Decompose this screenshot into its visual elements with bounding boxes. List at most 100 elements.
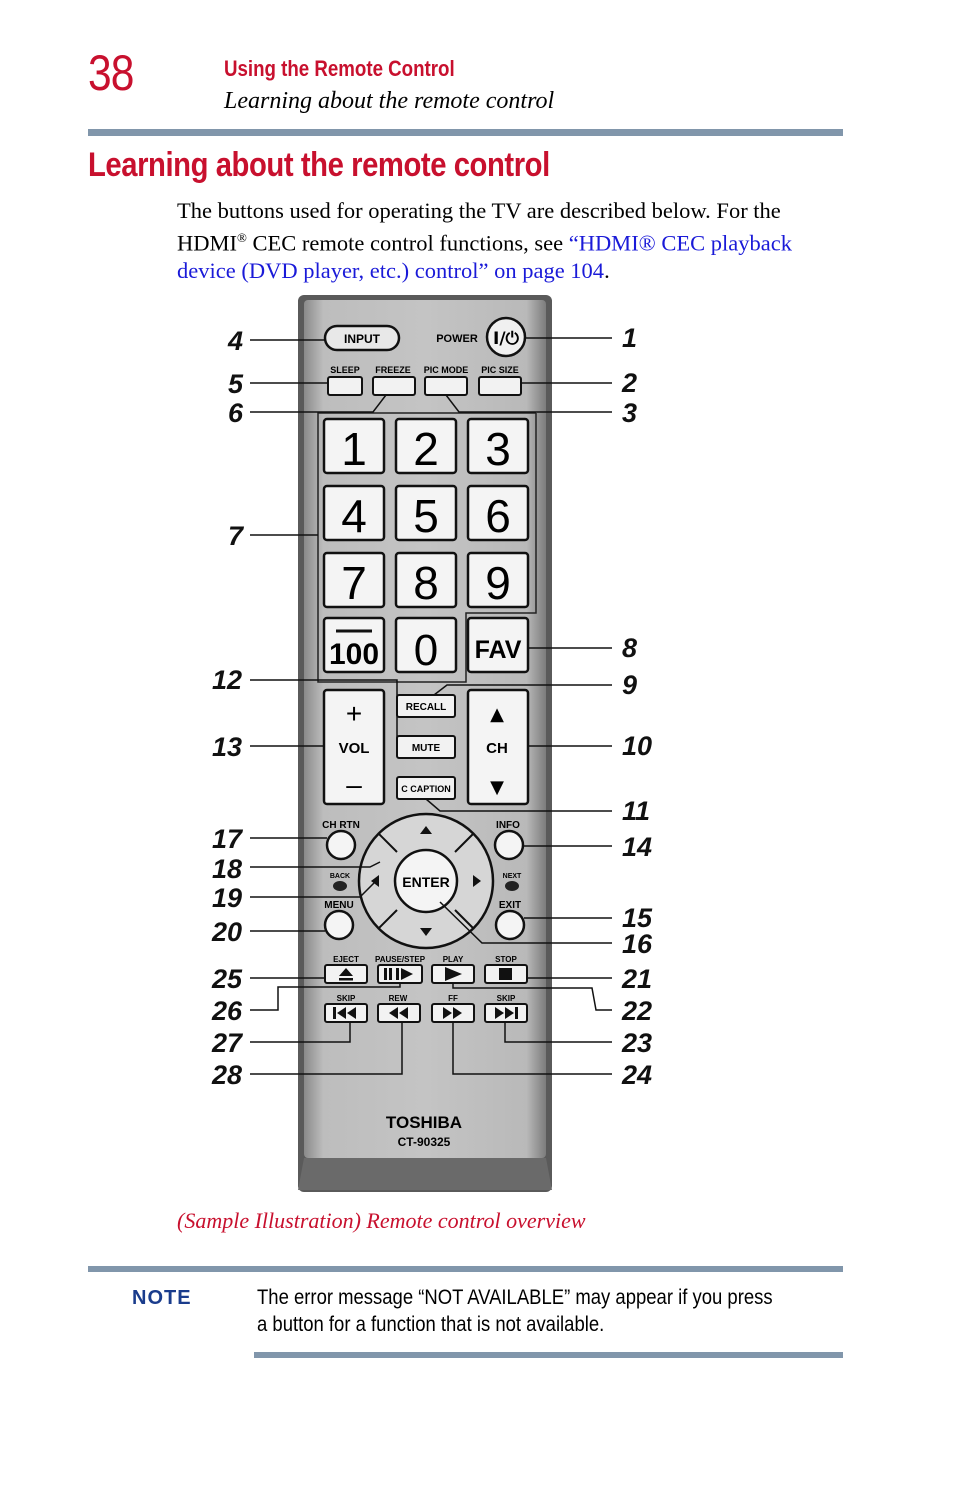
picsize-label: PIC SIZE bbox=[481, 365, 519, 375]
info-button[interactable] bbox=[493, 829, 525, 861]
picmode-button[interactable] bbox=[424, 376, 468, 396]
exit-label: EXIT bbox=[499, 900, 521, 911]
back-icon bbox=[333, 881, 347, 891]
page-number: 38 bbox=[88, 45, 134, 101]
power-label: POWER bbox=[436, 333, 478, 345]
digit-5-label: 5 bbox=[413, 490, 439, 542]
header-rule bbox=[88, 129, 843, 136]
callout-18: 18 bbox=[212, 854, 242, 884]
digit-9-button[interactable]: 9 bbox=[466, 551, 530, 609]
freeze-label: FREEZE bbox=[375, 365, 411, 375]
callout-7: 7 bbox=[228, 521, 245, 551]
vol-label: VOL bbox=[339, 740, 370, 757]
digit-5-button[interactable]: 5 bbox=[394, 484, 458, 542]
callout-2: 2 bbox=[621, 368, 637, 398]
digit-2-button[interactable]: 2 bbox=[394, 417, 458, 475]
digit-1-button[interactable]: 1 bbox=[322, 417, 386, 475]
callout-25: 25 bbox=[211, 964, 243, 994]
ch-down-label: ▼ bbox=[490, 777, 504, 798]
callout-24: 24 bbox=[621, 1060, 652, 1090]
model-number: CT-90325 bbox=[398, 1135, 451, 1149]
power-icon: I/⏻ bbox=[493, 329, 520, 349]
digit-2-label: 2 bbox=[413, 423, 439, 475]
ccaption-label: C CAPTION bbox=[401, 784, 451, 794]
fav-label: FAV bbox=[475, 636, 522, 664]
digit-7-label: 7 bbox=[341, 557, 367, 609]
sleep-button[interactable] bbox=[327, 376, 363, 396]
digit-6-button[interactable]: 6 bbox=[466, 484, 530, 542]
cross-reference-link[interactable]: “HDMI® CEC playback device (DVD player, … bbox=[177, 230, 793, 283]
picsize-button[interactable] bbox=[478, 376, 522, 396]
digit-4-button[interactable]: 4 bbox=[322, 484, 386, 542]
callout-9: 9 bbox=[622, 670, 637, 700]
note-top-rule bbox=[88, 1266, 843, 1272]
input-label: INPUT bbox=[344, 332, 381, 346]
rew-label: REW bbox=[389, 994, 408, 1003]
digit-8-button[interactable]: 8 bbox=[394, 551, 458, 609]
picmode-label: PIC MODE bbox=[424, 365, 469, 375]
callout-19: 19 bbox=[212, 883, 242, 913]
callout-27: 27 bbox=[211, 1028, 244, 1058]
hundred-button[interactable]: 100 bbox=[322, 616, 386, 674]
hundred-label: 100 bbox=[329, 638, 379, 671]
sleep-label: SLEEP bbox=[330, 365, 360, 375]
figure-caption: (Sample Illustration) Remote control ove… bbox=[177, 1208, 586, 1233]
pausestep-label: PAUSE/STEP bbox=[375, 955, 426, 964]
callout-12: 12 bbox=[212, 665, 242, 695]
play-icon bbox=[445, 967, 462, 981]
zero-button[interactable]: 0 bbox=[394, 616, 458, 675]
mute-label: MUTE bbox=[412, 743, 441, 754]
digit-7-button[interactable]: 7 bbox=[322, 551, 386, 609]
intro-text-2: CEC remote control functions, see bbox=[246, 230, 569, 256]
callout-23: 23 bbox=[621, 1028, 652, 1058]
enter-button[interactable]: ENTER bbox=[393, 848, 459, 914]
dpad-left-icon bbox=[371, 875, 379, 887]
menu-button[interactable] bbox=[323, 909, 355, 941]
channel-rocker[interactable]: ▲ CH ▼ bbox=[466, 688, 530, 806]
callout-17: 17 bbox=[212, 824, 244, 854]
eject-label: EJECT bbox=[333, 955, 359, 964]
skip-back-arrow1-icon bbox=[337, 1007, 346, 1019]
skip-back-arrow2-icon bbox=[347, 1007, 356, 1019]
digit-3-label: 3 bbox=[485, 423, 511, 475]
pause-bar1-icon bbox=[384, 968, 387, 980]
running-header-section: Using the Remote Control bbox=[224, 56, 455, 81]
fav-button[interactable]: FAV bbox=[466, 616, 530, 674]
recall-label: RECALL bbox=[406, 702, 447, 713]
zero-label: 0 bbox=[414, 626, 438, 675]
note-bottom-rule bbox=[254, 1352, 843, 1358]
input-button[interactable]: INPUT bbox=[323, 324, 401, 352]
running-header-subsection: Learning about the remote control bbox=[224, 88, 555, 114]
note-label: NOTE bbox=[132, 1287, 192, 1309]
skip-back-label: SKIP bbox=[337, 994, 356, 1003]
mute-button[interactable] bbox=[396, 735, 456, 759]
chrtn-label: CH RTN bbox=[322, 820, 360, 831]
next-label: NEXT bbox=[503, 873, 522, 880]
ch-label: CH bbox=[486, 740, 508, 757]
rew-arrow2-icon bbox=[399, 1007, 408, 1019]
callout-15: 15 bbox=[622, 903, 653, 933]
skip-fwd-label: SKIP bbox=[497, 994, 516, 1003]
exit-button[interactable] bbox=[494, 909, 526, 941]
callout-6: 6 bbox=[228, 398, 244, 428]
callout-4: 4 bbox=[227, 326, 243, 356]
callout-13: 13 bbox=[212, 732, 242, 762]
skip-back-bar-icon bbox=[333, 1007, 336, 1019]
digit-1-label: 1 bbox=[341, 423, 367, 475]
digit-8-label: 8 bbox=[413, 557, 439, 609]
step-arrow-icon bbox=[401, 968, 413, 980]
digit-3-button[interactable]: 3 bbox=[466, 417, 530, 475]
freeze-button[interactable] bbox=[372, 376, 416, 396]
skip-fwd-bar-icon bbox=[515, 1007, 518, 1019]
callout-16: 16 bbox=[622, 929, 653, 959]
chrtn-button[interactable] bbox=[325, 829, 357, 861]
volume-rocker[interactable]: + VOL – bbox=[322, 688, 386, 806]
play-label: PLAY bbox=[443, 955, 464, 964]
pause-bar2-icon bbox=[389, 968, 392, 980]
back-label: BACK bbox=[330, 873, 350, 880]
menu-label: MENU bbox=[324, 900, 353, 911]
section-heading: Learning about the remote control bbox=[88, 146, 550, 184]
power-button[interactable]: I/⏻ bbox=[485, 316, 527, 358]
stop-icon bbox=[499, 968, 512, 980]
enter-label: ENTER bbox=[402, 874, 449, 890]
